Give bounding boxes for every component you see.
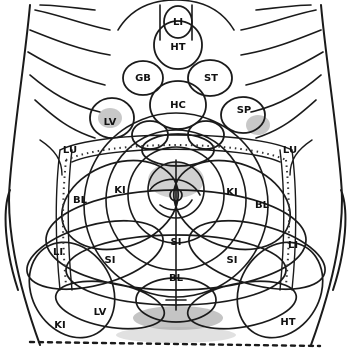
label-ki-right: KI — [226, 187, 237, 198]
label-hc: HC — [170, 100, 186, 111]
left-rib-cage — [28, 5, 110, 138]
label-si-right: SI — [227, 255, 238, 266]
label-si-center: SI — [171, 237, 182, 248]
label-li-left: LI — [53, 247, 63, 258]
label-lu-left: LU — [63, 145, 77, 156]
label-ht-low: HT — [280, 317, 295, 328]
label-si-left: SI — [105, 255, 116, 266]
label-bl-low: BL — [169, 273, 184, 284]
label-bl-right: BL — [255, 200, 270, 211]
label-lv: LV — [104, 117, 117, 128]
upper-zone-circles — [90, 6, 265, 166]
label-ki-left: KI — [114, 185, 125, 196]
label-li-right: LI — [288, 240, 298, 251]
label-sp: SP — [237, 105, 252, 116]
label-st: ST — [204, 73, 218, 84]
label-li-top: LI — [173, 17, 183, 28]
label-gb: GB — [135, 73, 151, 84]
label-ki-low: KI — [54, 320, 65, 331]
label-lv-low: LV — [94, 307, 107, 318]
label-ht: HT — [170, 42, 185, 53]
label-bl-left: BL — [73, 195, 88, 206]
label-lu-right: LU — [283, 145, 297, 156]
